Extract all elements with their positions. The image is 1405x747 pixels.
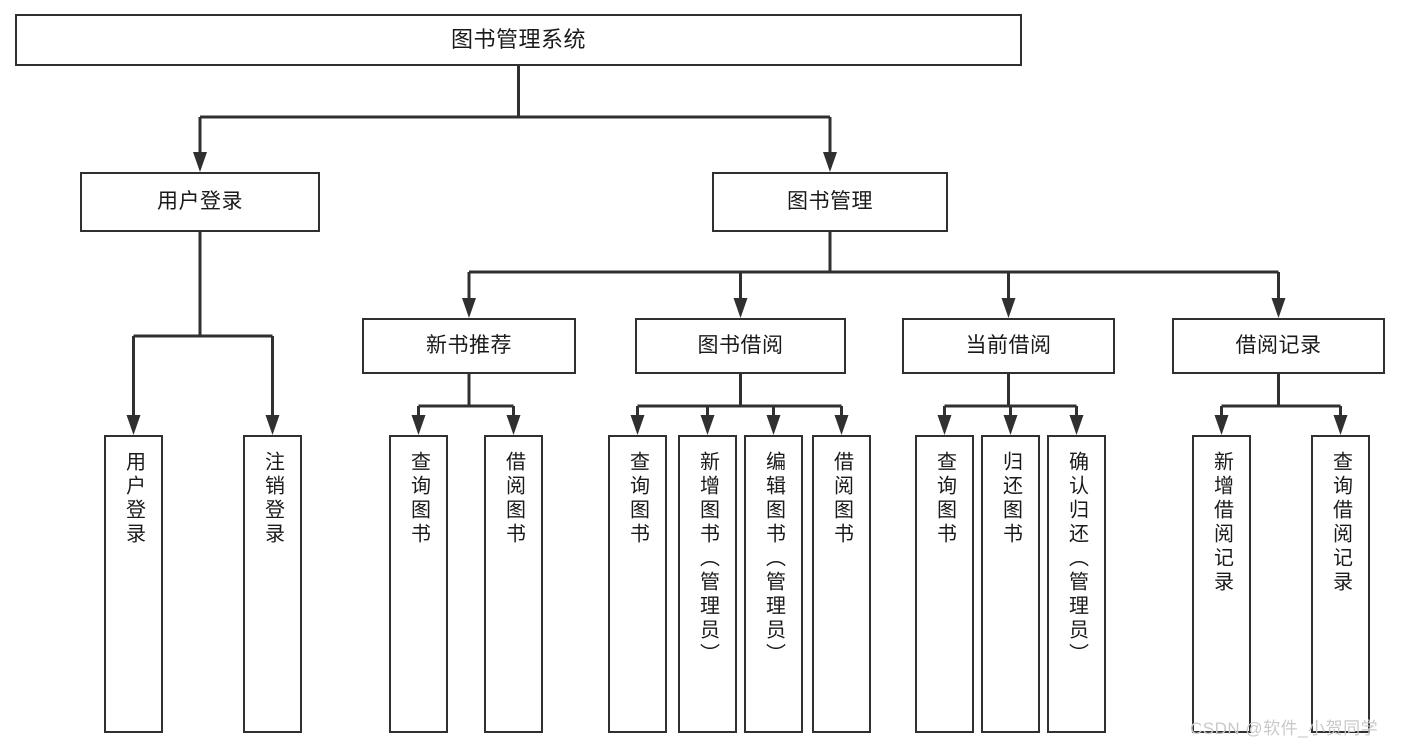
node-label: 归还图书 [999,451,1022,547]
node-leaf-return-book: 归还图书 [981,435,1040,733]
node-leaf-logout: 注销登录 [243,435,302,733]
node-leaf-query-book-3: 查询图书 [915,435,974,733]
node-label: 当前借阅 [965,333,1052,357]
node-label: 用户登录 [122,451,145,547]
node-book-borrow: 图书借阅 [635,318,846,374]
node-borrow-record: 借阅记录 [1172,318,1385,374]
node-label: 图书借阅 [697,333,784,357]
node-label: 确认归还（管理员） [1065,451,1088,667]
node-leaf-user-login: 用户登录 [104,435,163,733]
node-label: 图书管理系统 [450,27,586,53]
node-label: 新书推荐 [426,333,512,357]
node-leaf-add-record: 新增借阅记录 [1192,435,1251,733]
node-leaf-query-record: 查询借阅记录 [1311,435,1370,733]
node-label: 借阅图书 [502,451,525,547]
node-label: 图书管理 [787,189,873,213]
node-leaf-edit-book: 编辑图书（管理员） [744,435,803,733]
node-label: 查询借阅记录 [1329,451,1352,595]
node-label: 编辑图书（管理员） [762,451,785,667]
node-leaf-add-book: 新增图书（管理员） [678,435,737,733]
node-leaf-query-book-2: 查询图书 [608,435,667,733]
node-label: 注销登录 [261,451,284,547]
node-user-login: 用户登录 [80,172,320,232]
node-label: 查询图书 [407,451,430,547]
node-current-borrow: 当前借阅 [902,318,1115,374]
node-leaf-confirm-return: 确认归还（管理员） [1047,435,1106,733]
node-label: 借阅图书 [830,451,853,547]
node-label: 查询图书 [933,451,956,547]
node-leaf-query-book-1: 查询图书 [389,435,448,733]
node-leaf-borrow-book-2: 借阅图书 [812,435,871,733]
node-label: 新增图书（管理员） [696,451,719,667]
node-new-book-rec: 新书推荐 [362,318,576,374]
node-leaf-borrow-book-1: 借阅图书 [484,435,543,733]
node-label: 新增借阅记录 [1210,451,1233,595]
node-root: 图书管理系统 [15,14,1022,66]
node-label: 查询图书 [626,451,649,547]
node-book-manage: 图书管理 [712,172,948,232]
node-label: 借阅记录 [1235,333,1322,357]
node-label: 用户登录 [157,189,243,213]
